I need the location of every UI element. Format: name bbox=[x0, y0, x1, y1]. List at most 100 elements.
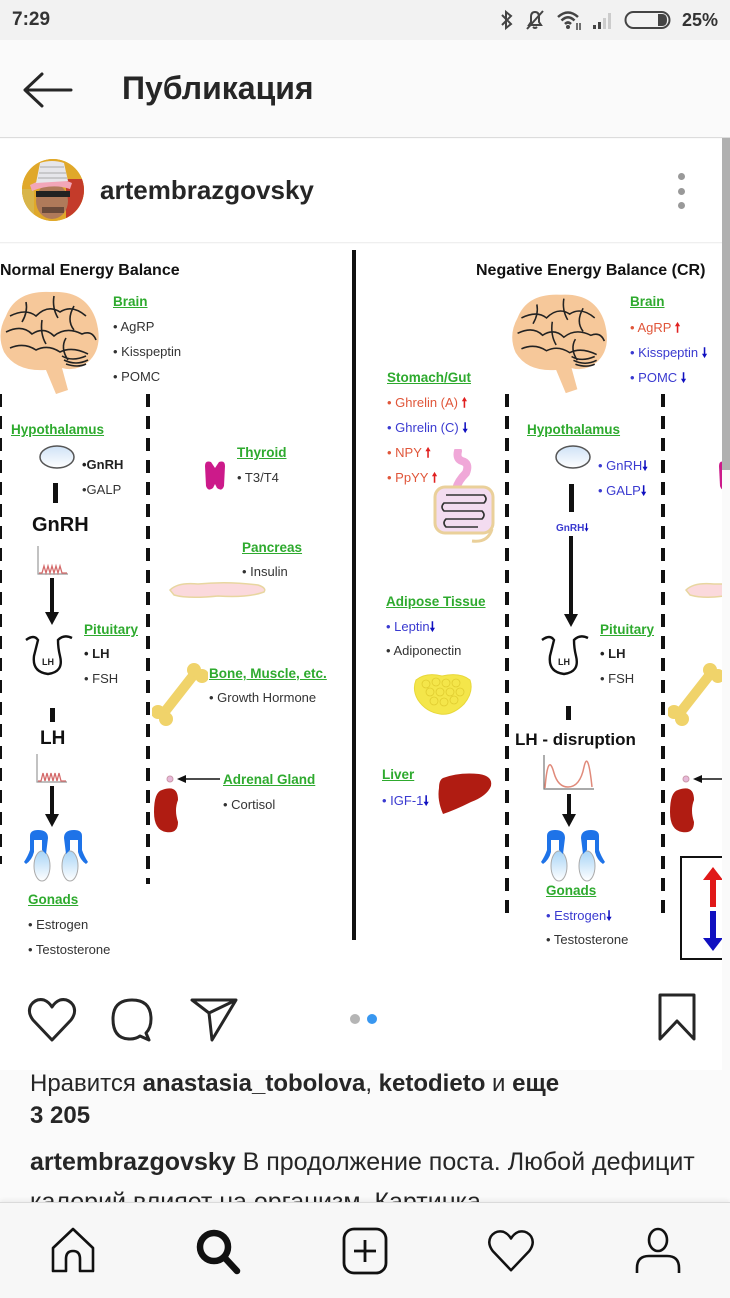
right-adipose-item: • Adiponectin bbox=[386, 643, 462, 658]
battery-percent: 25% bbox=[681, 9, 718, 30]
status-bar: 7:29 25% bbox=[0, 0, 730, 40]
connector-bar bbox=[569, 484, 574, 512]
liker-username[interactable]: ketodieto bbox=[378, 1070, 486, 1097]
arrow-left-icon bbox=[23, 72, 73, 108]
dashed-divider bbox=[661, 394, 665, 914]
like-button[interactable] bbox=[26, 996, 78, 1049]
thyroid-icon bbox=[205, 461, 225, 490]
signal-icon bbox=[592, 13, 611, 29]
arrow-down-icon: 🠗 bbox=[701, 345, 708, 360]
legend-up-arrow-icon bbox=[703, 867, 722, 907]
back-button[interactable] bbox=[20, 68, 76, 112]
arrow-down-icon: 🠗 bbox=[462, 420, 468, 435]
nav-home[interactable] bbox=[45, 1223, 101, 1279]
bone-icon bbox=[668, 663, 722, 726]
pointer-arrow-icon bbox=[177, 775, 220, 783]
right-brain-item: • POMC 🠗 bbox=[630, 370, 687, 385]
left-gnrh-label: GnRH bbox=[32, 514, 89, 536]
arrow-up-icon: 🠕 bbox=[425, 445, 431, 460]
gonads-icon bbox=[541, 830, 605, 882]
likes-more[interactable]: еще bbox=[512, 1070, 560, 1097]
avatar[interactable] bbox=[22, 159, 84, 221]
caption-text: В продолжение поста. Любой дефицит калор… bbox=[30, 1148, 695, 1202]
post-username[interactable]: artembrazgovsky bbox=[100, 175, 314, 205]
share-button[interactable] bbox=[188, 996, 240, 1049]
lh-pulse-graph bbox=[36, 754, 67, 783]
right-gonads-item: • Testosterone bbox=[546, 932, 629, 947]
right-gonads-item: • Estrogen🠗 bbox=[546, 908, 612, 923]
bottom-nav bbox=[0, 1202, 730, 1298]
save-button[interactable] bbox=[656, 992, 698, 1047]
left-brain-item: • AgRP bbox=[113, 319, 155, 334]
left-gonads-item: • Testosterone bbox=[28, 942, 111, 957]
heart-icon bbox=[488, 1230, 534, 1272]
carousel-dot-active bbox=[367, 1014, 377, 1024]
right-gonads-label: Gonads bbox=[546, 883, 597, 898]
profile-icon bbox=[635, 1227, 681, 1273]
pointer-arrow-icon bbox=[693, 775, 722, 783]
right-lh-disruption-label: LH - disruption bbox=[515, 730, 636, 749]
hypothalamus-icon bbox=[555, 445, 591, 469]
left-gonads-item: • Estrogen bbox=[28, 917, 89, 932]
search-icon bbox=[196, 1229, 241, 1275]
right-pituitary-item: • LH bbox=[600, 646, 626, 661]
arrow-down-icon: 🠗 bbox=[429, 619, 436, 634]
left-panel-title: Normal Energy Balance bbox=[0, 262, 180, 279]
post-actions bbox=[0, 970, 722, 1070]
pancreas-icon bbox=[168, 581, 266, 599]
caption-username[interactable]: artembrazgovsky bbox=[30, 1148, 236, 1176]
pituitary-icon: LH bbox=[541, 635, 589, 676]
right-pituitary-label: Pituitary bbox=[600, 622, 655, 637]
intestine-icon bbox=[433, 449, 495, 543]
nav-new-post[interactable] bbox=[337, 1223, 393, 1279]
right-hypothalamus-item: • GnRH🠗 bbox=[598, 458, 648, 473]
arrow-down-icon: 🠗 bbox=[640, 483, 647, 498]
home-icon bbox=[51, 1227, 95, 1273]
left-brain-item: • Kisspeptin bbox=[113, 344, 182, 359]
notifications-off-icon bbox=[526, 10, 544, 30]
likes-count[interactable]: 3 205 bbox=[30, 1102, 91, 1129]
more-vertical-icon-dot bbox=[677, 202, 685, 209]
wifi-icon bbox=[557, 11, 581, 30]
connector-bar bbox=[566, 706, 571, 720]
right-stomach-item: • Ghrelin (A) 🠕 bbox=[387, 395, 468, 410]
left-adrenal-item: • Cortisol bbox=[223, 797, 276, 812]
right-pituitary-item: • FSH bbox=[600, 671, 635, 686]
hypothalamus-icon bbox=[39, 445, 75, 469]
dashed-divider bbox=[0, 394, 2, 864]
likes-summary[interactable]: Нравится anastasia_tobolova, ketodieto и… bbox=[30, 1070, 560, 1129]
carousel-indicator bbox=[350, 1014, 377, 1024]
left-brain-label: Brain bbox=[113, 294, 148, 309]
more-options-button[interactable] bbox=[668, 169, 694, 213]
right-brain-item: • Kisspeptin 🠗 bbox=[630, 345, 708, 360]
arrow-down-icon bbox=[45, 786, 59, 827]
more-vertical-icon-dot bbox=[677, 173, 685, 180]
heart-icon bbox=[27, 998, 77, 1042]
send-icon bbox=[190, 998, 238, 1042]
app-bar: Публикация bbox=[0, 40, 730, 138]
left-pituitary-item: • FSH bbox=[84, 671, 119, 686]
adrenal-kidney-icon bbox=[670, 775, 694, 833]
left-hypothalamus-item: •GALP bbox=[82, 482, 122, 497]
brain-icon bbox=[0, 291, 99, 394]
liver-icon bbox=[438, 773, 492, 814]
post-image[interactable]: Normal Energy Balance Brain • AgRP • Kis… bbox=[0, 244, 722, 970]
comment-icon bbox=[111, 998, 153, 1042]
right-liver-item: • IGF-1🠗 bbox=[382, 793, 429, 808]
liker-username[interactable]: anastasia_tobolova bbox=[142, 1070, 366, 1097]
nav-search[interactable] bbox=[190, 1223, 246, 1279]
left-pancreas-item: • Insulin bbox=[242, 564, 288, 579]
right-liver-label: Liver bbox=[382, 767, 415, 782]
gnrh-pulse-graph bbox=[37, 546, 68, 576]
nav-activity[interactable] bbox=[483, 1223, 539, 1279]
arrow-down-icon bbox=[564, 536, 578, 627]
comment-button[interactable] bbox=[108, 996, 158, 1049]
status-icons: 25% bbox=[500, 7, 718, 33]
nav-profile[interactable] bbox=[630, 1223, 686, 1279]
dashed-divider bbox=[146, 394, 150, 884]
scrollbar[interactable] bbox=[722, 138, 730, 470]
left-adrenal-label: Adrenal Gland bbox=[223, 772, 316, 787]
left-pancreas-label: Pancreas bbox=[242, 540, 303, 555]
arrow-down-icon: 🠗 bbox=[423, 793, 429, 808]
legend-box bbox=[680, 856, 722, 960]
